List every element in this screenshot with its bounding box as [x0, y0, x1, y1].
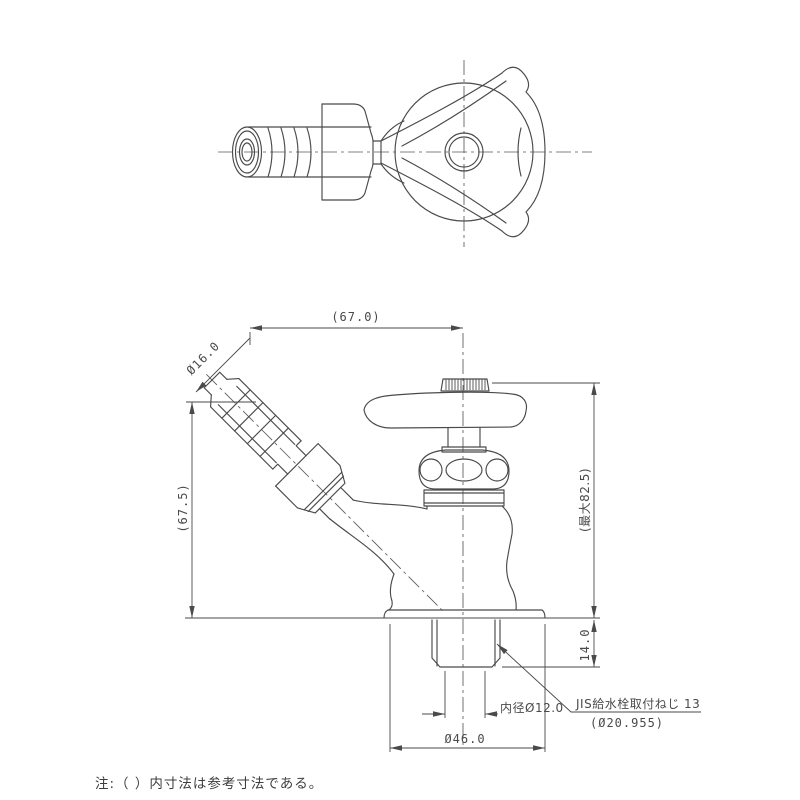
thread-diameter-label: (Ø20.955): [590, 716, 664, 730]
front-knurled-cap: [440, 378, 490, 392]
dimension-annotations: (67.0) Ø16.0 (67.5) (最大82.5) 14.0 内径Ø12.…: [176, 310, 701, 752]
top-cap-inner-circle: [448, 136, 480, 168]
dim-inner-diameter-label: 内径Ø12.0: [500, 701, 564, 715]
front-base-flange: [185, 609, 600, 619]
front-handle: [363, 391, 528, 429]
front-stem: [441, 427, 487, 453]
dim-thread-length-label: 14.0: [578, 629, 592, 662]
dim-max-height-label: (最大82.5): [578, 468, 592, 532]
top-hose-nipple: [231, 103, 405, 201]
dim-spout-length-label: (67.5): [176, 483, 190, 532]
front-packing-nut: [423, 489, 505, 507]
top-cap-outer-circle: [444, 132, 484, 172]
note-text: 注:（ ）内寸法は参考寸法である。: [95, 775, 323, 792]
dim-base-diameter-label: Ø46.0: [444, 732, 485, 746]
dim-top-width-label: (67.0): [331, 310, 380, 324]
top-trilobe-handle: [380, 66, 546, 238]
front-bonnet: [418, 449, 510, 490]
thread-spec-label: JIS給水栓取付ねじ 13: [575, 696, 700, 711]
top-view-drawing: [218, 60, 592, 247]
front-threaded-stub: [431, 619, 501, 668]
front-view-drawing: [185, 333, 600, 748]
front-body: [388, 505, 517, 611]
